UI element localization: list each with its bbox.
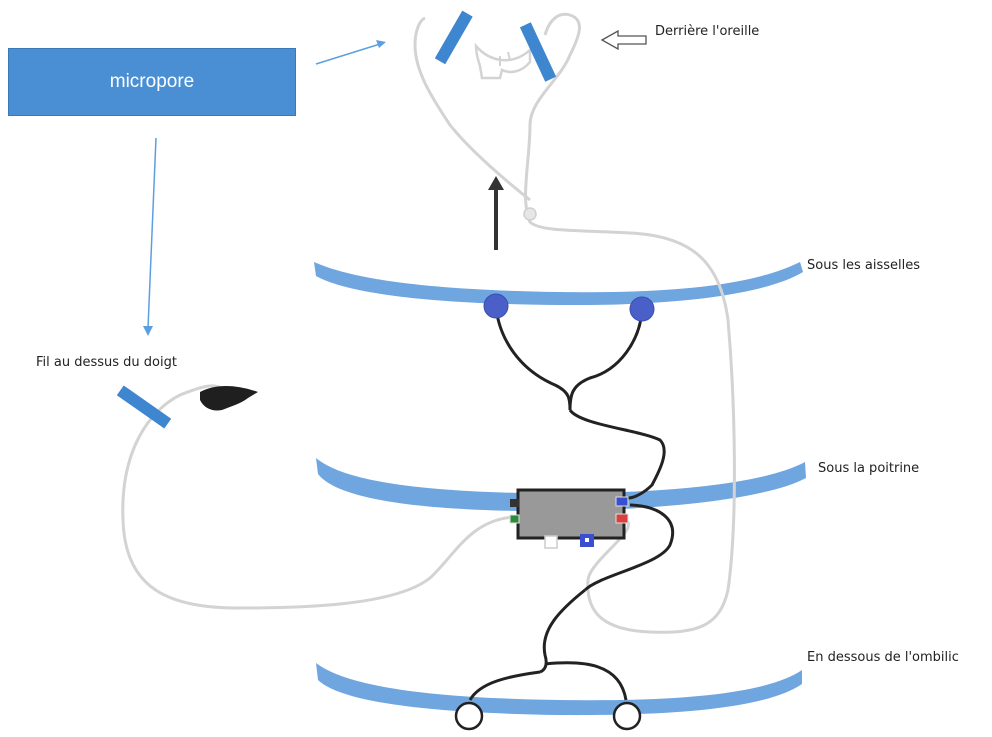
wire-junction bbox=[523, 207, 537, 221]
electrode-navel-right bbox=[612, 701, 642, 731]
wire-trunk-lower bbox=[539, 588, 586, 674]
nasal-cannula bbox=[474, 42, 532, 80]
label-under-chest: Sous la poitrine bbox=[818, 461, 920, 476]
electrode-armpit-left bbox=[483, 293, 509, 319]
electrode-armpit-right bbox=[629, 296, 655, 322]
label-under-armpits: Sous les aisselles bbox=[807, 258, 920, 273]
pointer-behind-ear-arrow bbox=[600, 29, 647, 51]
wire-armpit-left bbox=[494, 307, 572, 411]
label-below-navel: En dessous de l'ombilic bbox=[807, 650, 959, 665]
wire-armpit-right bbox=[568, 309, 644, 411]
label-above-finger: Fil au dessus du doigt bbox=[36, 355, 177, 370]
recorder-device bbox=[509, 488, 629, 549]
wire-trunk-upper bbox=[568, 408, 666, 500]
belt-chest bbox=[316, 458, 806, 512]
finger-sensor bbox=[200, 386, 258, 411]
label-behind-ear: Derrière l'oreille bbox=[655, 24, 760, 39]
arrow-micropore-to-finger bbox=[147, 137, 157, 329]
wire-recorder-right bbox=[583, 503, 675, 592]
tape-finger bbox=[116, 385, 172, 429]
belt-armpits bbox=[314, 262, 803, 306]
ear-wire-branch bbox=[413, 16, 531, 202]
tape-ear-right bbox=[519, 22, 557, 82]
wire-navel-left bbox=[468, 670, 541, 701]
electrode-navel-left bbox=[454, 701, 484, 731]
wire-navel-right bbox=[544, 661, 628, 701]
finger-wire bbox=[121, 384, 515, 610]
arrow-micropore-to-ear bbox=[315, 43, 381, 65]
micropore-box: micropore bbox=[8, 48, 296, 116]
tape-ear-left bbox=[434, 10, 473, 65]
belt-navel bbox=[316, 663, 802, 716]
micropore-label: micropore bbox=[109, 71, 195, 92]
ear-wire bbox=[524, 12, 736, 634]
